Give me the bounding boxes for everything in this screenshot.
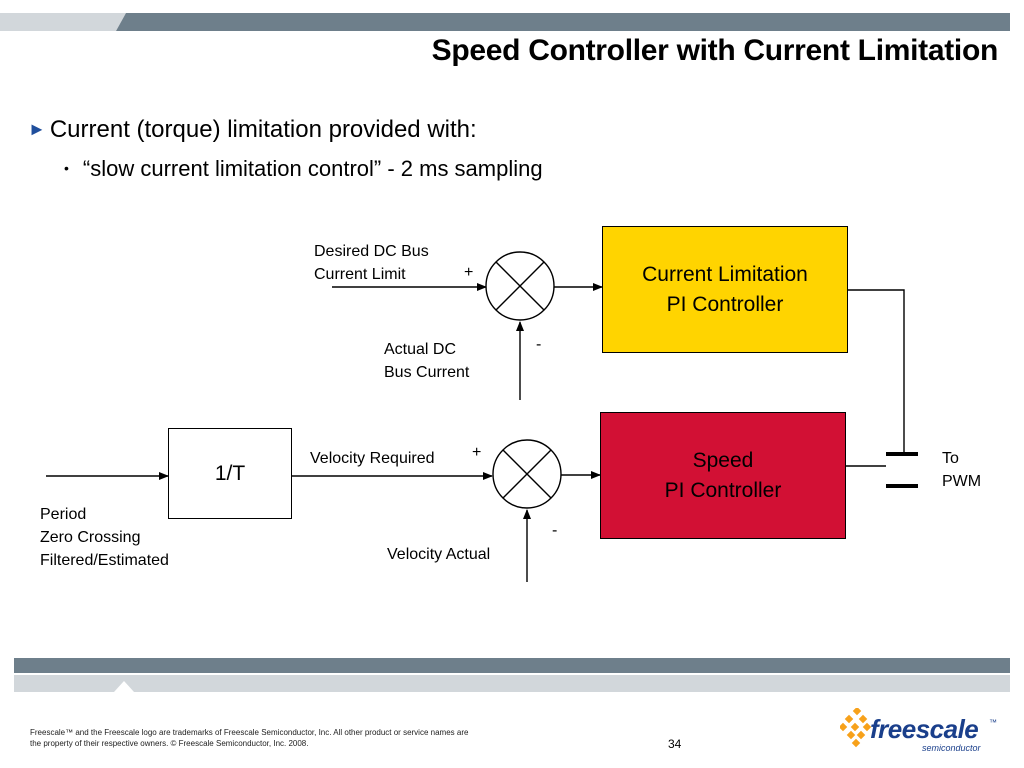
footer-line1: Freescale™ and the Freescale logo are tr… — [30, 728, 469, 737]
logo-subtitle: semiconductor — [922, 743, 981, 753]
speed-label-1: Speed — [692, 448, 754, 472]
to-pwm-label: To PWM — [942, 447, 981, 493]
inverse-t-label: 1/T — [214, 461, 246, 485]
current-limitation-pi-block: Current Limitation PI Controller — [602, 226, 848, 353]
velocity-required-label: Velocity Required — [310, 450, 435, 467]
min-selector-bar-top — [886, 452, 918, 456]
bullet-sub: • “slow current limitation control” - 2 m… — [64, 156, 543, 182]
actual-dc-bus-label: Actual DC Bus Current — [384, 338, 469, 384]
period-line3: Filtered/Estimated — [40, 552, 169, 569]
desired-dc-bus-label: Desired DC Bus Current Limit — [314, 240, 429, 286]
velocity-actual-label: Velocity Actual — [387, 546, 491, 563]
bottom-band — [14, 658, 1010, 692]
page-number: 34 — [668, 737, 682, 751]
slide-title: Speed Controller with Current Limitation — [431, 34, 999, 67]
line-current-to-pwm — [848, 289, 905, 452]
top-band — [0, 13, 1010, 31]
speed-pi-block: Speed PI Controller — [600, 412, 846, 539]
bullet-sub-text: “slow current limitation control” - 2 ms… — [82, 156, 543, 181]
actual-dc-line1: Actual DC — [384, 341, 457, 358]
desired-dc-bus-line1: Desired DC Bus — [314, 243, 429, 260]
to-pwm-line1: To — [942, 450, 959, 467]
period-line1: Period — [40, 506, 87, 523]
plus-sign-bottom: + — [472, 444, 482, 461]
logo-trademark: ™ — [989, 718, 997, 727]
minus-sign-bottom: - — [552, 522, 558, 539]
to-pwm-line2: PWM — [942, 473, 982, 490]
freescale-logo-mark-icon — [840, 708, 872, 748]
plus-sign-top: + — [464, 264, 474, 281]
current-limitation-label-2: PI Controller — [666, 292, 784, 316]
footer-legal: Freescale™ and the Freescale logo are tr… — [30, 727, 468, 749]
bullet-main: ►Current (torque) limitation provided wi… — [28, 116, 477, 144]
bullet-arrow-icon: ► — [28, 119, 46, 139]
current-limitation-label-1: Current Limitation — [642, 262, 808, 286]
inverse-t-block: 1/T — [168, 428, 292, 519]
period-label: Period Zero Crossing Filtered/Estimated — [40, 503, 169, 572]
minus-sign-top: - — [536, 336, 542, 353]
speed-label-2: PI Controller — [664, 478, 782, 502]
logo-wordmark: freescale — [870, 714, 979, 744]
bullet-main-text: Current (torque) limitation provided wit… — [49, 116, 477, 143]
actual-dc-line2: Bus Current — [384, 364, 470, 381]
freescale-logo: freescale ™ semiconductor — [840, 704, 1010, 760]
footer-line2: the property of their respective owners.… — [30, 739, 309, 748]
desired-dc-bus-line2: Current Limit — [314, 266, 406, 283]
bullet-dot-icon: • — [64, 160, 69, 176]
min-selector-bar-bottom — [886, 484, 918, 488]
period-line2: Zero Crossing — [40, 529, 141, 546]
